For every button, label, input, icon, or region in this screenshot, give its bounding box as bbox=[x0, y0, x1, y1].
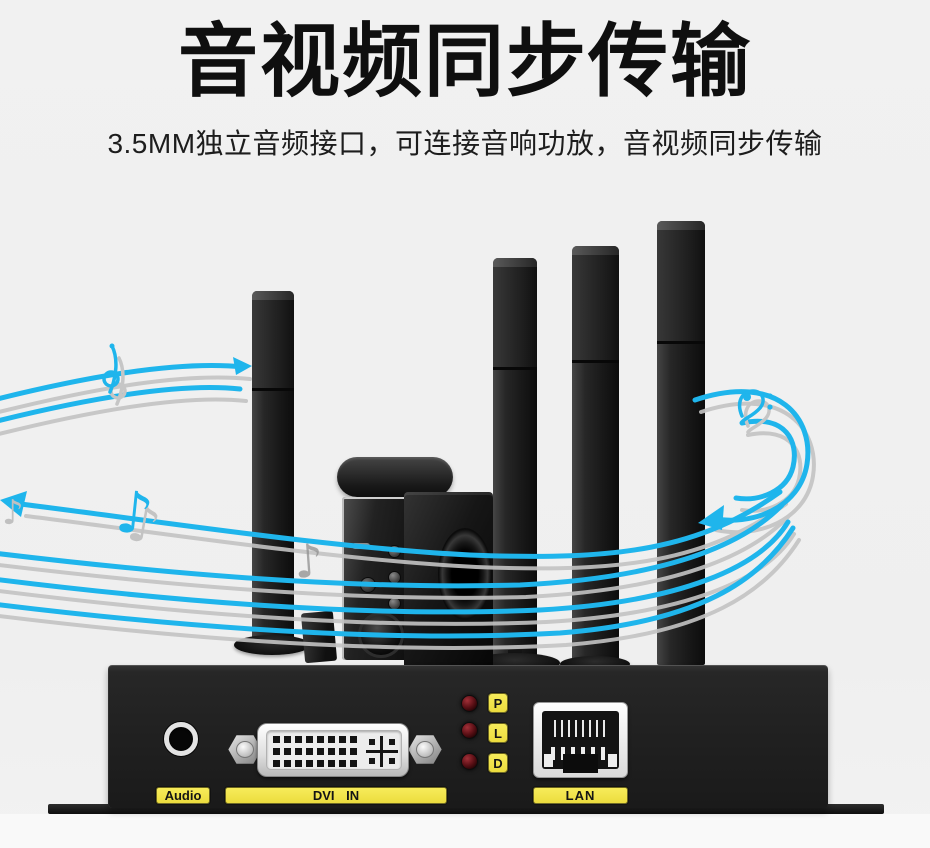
tower-speaker-right bbox=[657, 221, 705, 665]
subwoofer bbox=[404, 492, 493, 673]
dvi-analog-cross bbox=[366, 736, 398, 767]
tower-speaker-left-base bbox=[234, 635, 310, 655]
tower-speaker-2 bbox=[493, 258, 537, 658]
status-led-d bbox=[461, 753, 478, 770]
treble-clef-icon bbox=[102, 343, 120, 394]
dvi-pin-row bbox=[273, 736, 357, 743]
audio-jack-port bbox=[164, 722, 198, 756]
lan-port-label: LAN bbox=[533, 787, 628, 804]
subwoofer-driver bbox=[438, 528, 492, 620]
receiver-display bbox=[352, 543, 370, 549]
lan-port bbox=[533, 702, 628, 778]
led-label-d: D bbox=[488, 753, 508, 773]
floor-strip bbox=[0, 814, 930, 848]
receiver-bass-port bbox=[358, 612, 404, 658]
quarter-note-icon: ♪ bbox=[292, 533, 326, 589]
mounting-bracket bbox=[48, 804, 884, 814]
tower-speaker-3 bbox=[572, 246, 619, 665]
led-label-l: L bbox=[488, 723, 508, 743]
eighth-note-icon: ♪ bbox=[112, 477, 157, 549]
dvi-screw-left bbox=[228, 735, 262, 764]
small-note-shadow: ♪ bbox=[2, 493, 24, 533]
audio-port-label: Audio bbox=[156, 787, 210, 804]
device-front-panel: Audio DVI IN P L D LAN bbox=[108, 665, 828, 808]
lan-port-cavity bbox=[542, 711, 619, 773]
lan-clip-slot bbox=[563, 754, 598, 773]
receiver-knob bbox=[360, 577, 376, 593]
dvi-port-label: DVI IN bbox=[225, 787, 447, 804]
receiver-button bbox=[388, 597, 401, 610]
center-speaker bbox=[337, 457, 453, 497]
page-subtitle: 3.5MM独立音频接口，可连接音响功放，音视频同步传输 bbox=[107, 128, 823, 159]
status-led-p bbox=[461, 695, 478, 712]
page-title: 音视频同步传输 bbox=[178, 17, 752, 106]
receiver-button bbox=[388, 571, 401, 584]
dvi-pin-row bbox=[273, 760, 357, 767]
satellite-speaker bbox=[300, 610, 338, 664]
led-label-p: P bbox=[488, 693, 508, 713]
receiver-button bbox=[388, 545, 401, 558]
eighth-note-shadow: ♪ bbox=[123, 493, 165, 557]
bass-clef-icon bbox=[737, 389, 773, 424]
lan-pins bbox=[554, 720, 607, 737]
bass-clef-shadow bbox=[743, 399, 771, 434]
dvi-screw-right bbox=[408, 735, 442, 764]
status-led-l bbox=[461, 722, 478, 739]
tower-speaker-left bbox=[252, 291, 294, 641]
dvi-port bbox=[257, 723, 409, 777]
dvi-pin-row bbox=[273, 748, 357, 755]
treble-clef-shadow bbox=[109, 356, 127, 406]
